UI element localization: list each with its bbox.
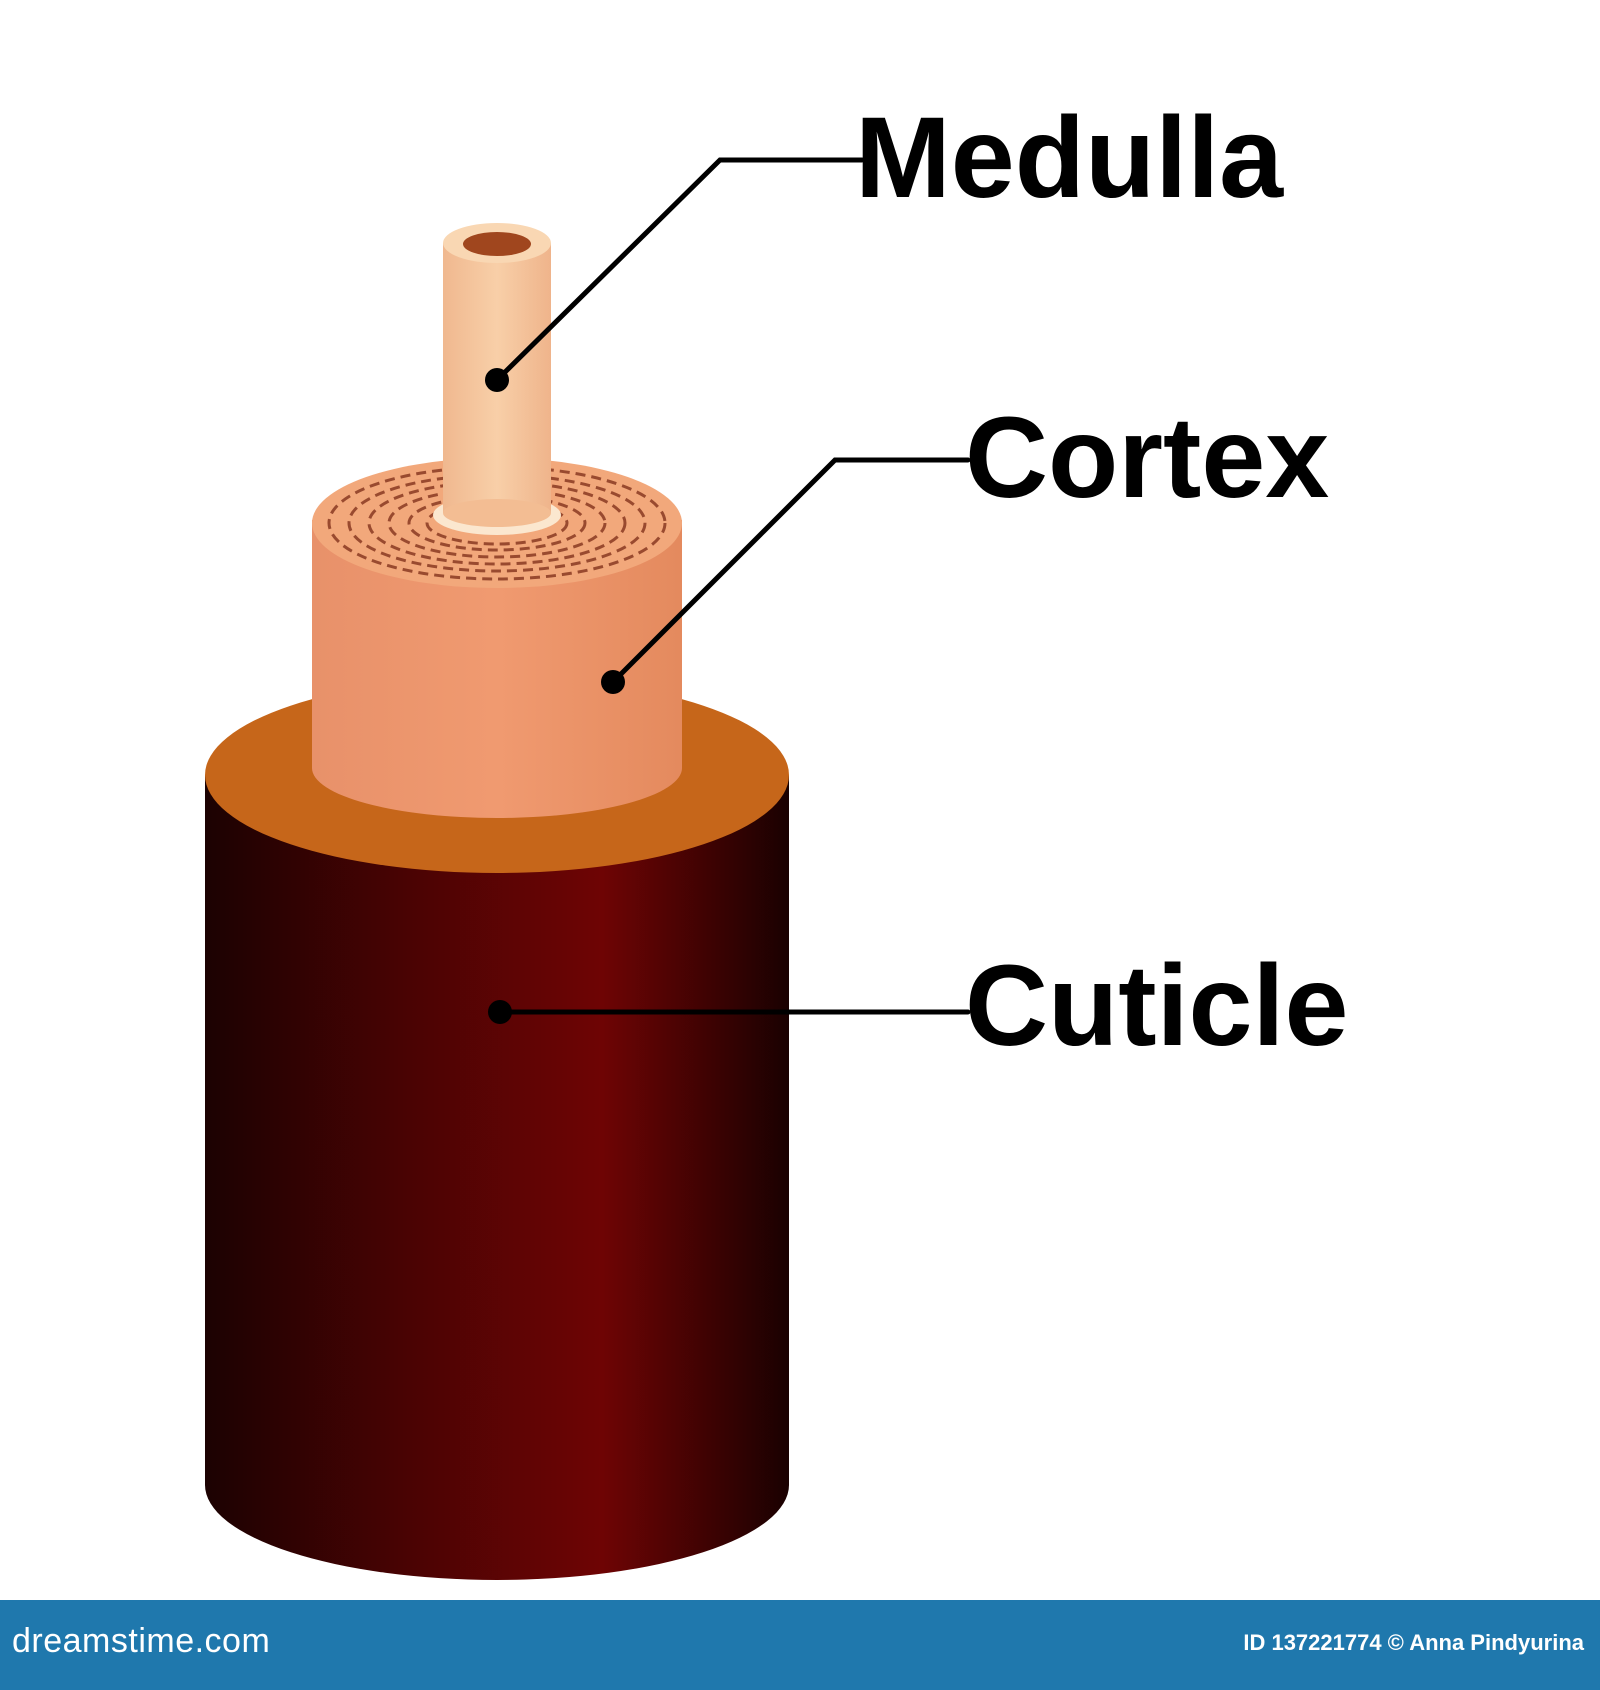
medulla-label: Medulla xyxy=(855,94,1284,222)
brand-watermark[interactable]: dreamstime.com xyxy=(12,1622,271,1660)
cortex-label: Cortex xyxy=(965,394,1329,522)
leader-dots xyxy=(485,368,625,1024)
hair-structure-diagram: Medulla Cortex Cuticle xyxy=(205,94,1348,1580)
medulla-leader-line xyxy=(494,157,865,383)
medulla-layer xyxy=(433,223,561,535)
medulla-pointer-dot xyxy=(485,368,509,392)
cortex-leader-line xyxy=(610,457,971,685)
medulla-core xyxy=(463,232,531,256)
cuticle-label: Cuticle xyxy=(965,942,1348,1070)
leader-lines xyxy=(494,157,971,1015)
cortex-pointer-dot xyxy=(601,670,625,694)
cuticle-side xyxy=(205,775,789,1580)
cortex-side xyxy=(312,520,682,818)
cuticle-pointer-dot xyxy=(488,1000,512,1024)
medulla-bottom-edge xyxy=(443,499,551,527)
image-credit: ID 137221774 © Anna Pindyurina xyxy=(1243,1630,1584,1655)
footer-bar: dreamstime.com ID 137221774 © Anna Pindy… xyxy=(0,1600,1600,1690)
